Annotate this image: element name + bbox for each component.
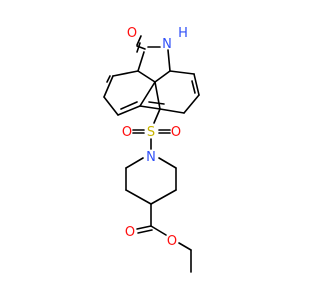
bond-c3-c4-inner — [106, 75, 111, 83]
ester-ether-oxygen-label: O — [167, 234, 177, 249]
bond-pip-n-c2 — [125, 157, 144, 169]
bond-c2a-c8b — [137, 70, 156, 83]
lactam-nitrogen-label: N — [162, 37, 172, 52]
molecule-svg: O N H S O O N O O — [103, 26, 200, 273]
bond-c5-c5a-inner — [120, 101, 138, 110]
bond-c7-c6 — [183, 94, 200, 114]
atom-labels: O N H S O O N O O — [122, 26, 188, 249]
bond-ether-ch2 — [178, 242, 192, 251]
sulfonyl-oxygen-right-label: O — [171, 125, 181, 140]
bond-ester-co-2 — [137, 229, 153, 234]
bond-c3-c4 — [103, 75, 114, 98]
bond-co-3 — [136, 42, 141, 53]
bond-c5b-c5a — [139, 105, 161, 110]
sulfonyl-oxygen-left-label: O — [122, 125, 132, 140]
sulfur-label: S — [147, 125, 155, 140]
bond-n-c8a — [167, 49, 171, 72]
bond-c2a-c3 — [112, 70, 139, 77]
ester-carbonyl-oxygen-label: O — [125, 225, 135, 240]
bond-c5a-c8b — [139, 81, 156, 107]
carbonyl-oxygen-label: O — [127, 26, 137, 41]
bond-c6-c5b — [159, 108, 185, 114]
bond-c5b-c8b — [154, 81, 161, 110]
bond-c5b-c5a-inner — [148, 101, 165, 105]
bond-c8a-c8 — [169, 70, 195, 75]
bond-ester-ether — [150, 225, 167, 236]
molecule-structure-diagram: O N H S O O N O O — [103, 26, 200, 273]
bond-c5-c5a — [117, 105, 141, 116]
bond-lines — [103, 35, 200, 273]
piperidine-nitrogen-label: N — [146, 150, 156, 165]
bond-pip-c3-c4 — [125, 189, 152, 205]
bond-ring-s — [153, 108, 161, 124]
bond-pip-c5-c4 — [150, 189, 177, 205]
bond-pip-n-c6 — [158, 157, 177, 169]
bond-c8-c7-inner — [191, 80, 196, 94]
bond-c2-c2a — [137, 51, 145, 72]
lactam-hydrogen-label: H — [178, 26, 188, 41]
bond-c8b-c8a — [154, 70, 171, 83]
bond-ester-co-1 — [136, 225, 152, 230]
bond-co-2 — [136, 35, 142, 46]
bond-c8-c7 — [193, 73, 200, 96]
bond-c4-c5 — [103, 96, 119, 116]
